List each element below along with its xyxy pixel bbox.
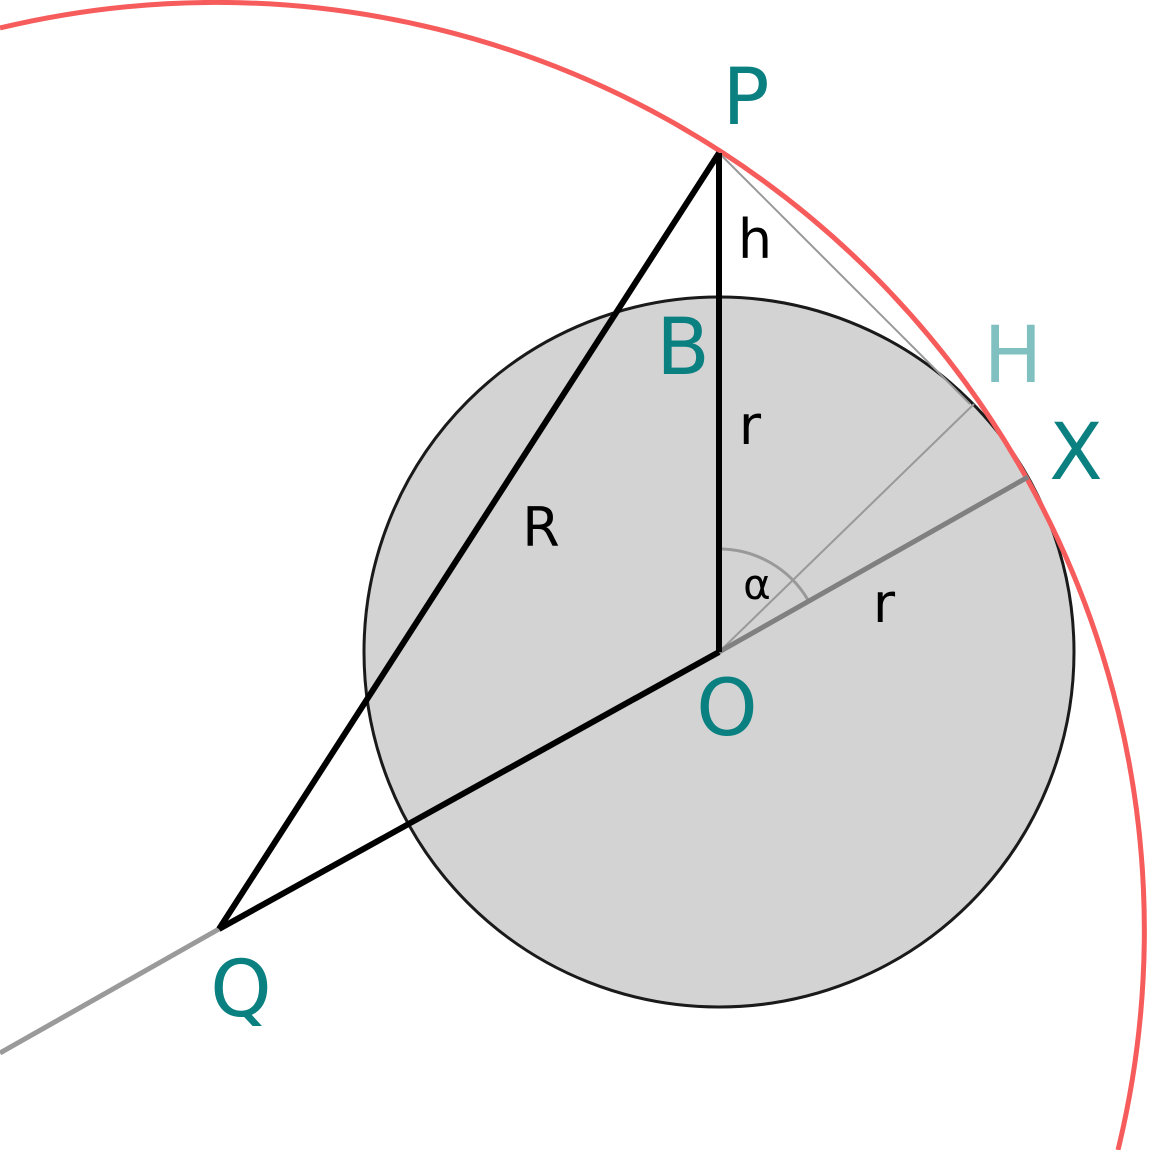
segment-pq xyxy=(216,151,722,931)
radius-line-ox xyxy=(717,474,1030,655)
segment-label-r-slanted: r xyxy=(873,572,896,635)
point-label-p: P xyxy=(722,53,769,143)
angle-arc xyxy=(718,547,810,601)
point-label-q: Q xyxy=(210,945,271,1035)
point-label-h: H xyxy=(984,311,1043,401)
segment-label-r-vertical: r xyxy=(739,394,762,457)
tangent-line-ph xyxy=(718,152,971,405)
point-label-b: B xyxy=(656,303,710,393)
segment-oq xyxy=(217,649,721,932)
segment-label-h: h xyxy=(738,208,772,271)
angle-label-alpha: α xyxy=(743,560,771,609)
radius-line-oh xyxy=(718,403,975,653)
ray-extension-line xyxy=(0,926,221,1056)
point-label-x: X xyxy=(1049,408,1102,498)
point-label-o: O xyxy=(696,664,757,754)
segment-label-big-r: R xyxy=(522,496,560,559)
